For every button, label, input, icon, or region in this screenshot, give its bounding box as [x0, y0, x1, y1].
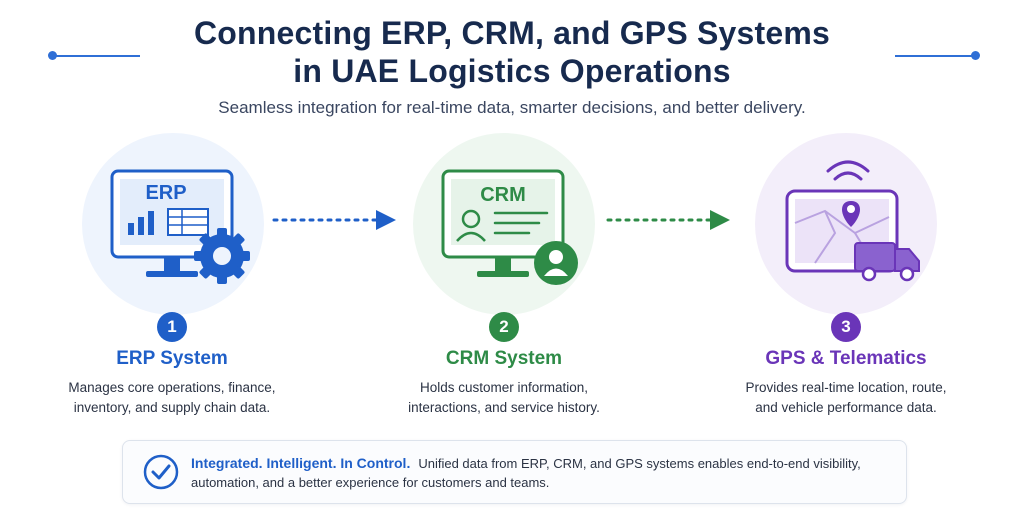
step-title-gps: GPS & Telematics [765, 348, 927, 369]
title-line-2: in UAE Logistics Operations [293, 53, 731, 89]
decorative-line-left [50, 55, 140, 57]
erp-icon-label: ERP [145, 182, 186, 204]
step-number-2: 2 [489, 312, 519, 342]
erp-icon-circle: ERP [82, 133, 264, 315]
flow-arrow-crm-to-gps [606, 210, 730, 230]
footer-description: Unified data from ERP, CRM, and GPS syst… [191, 456, 861, 490]
step-number-3: 3 [831, 312, 861, 342]
step-desc-crm: Holds customer information, interactions… [408, 380, 600, 415]
footer-banner: Integrated. Intelligent. In Control.Unif… [122, 440, 907, 504]
monitor-chart-gear-icon: ERP [110, 169, 250, 284]
gps-icon-circle [755, 133, 937, 315]
page-subtitle: Seamless integration for real-time data,… [218, 98, 806, 117]
step-number-1: 1 [157, 312, 187, 342]
title-line-1: Connecting ERP, CRM, and GPS Systems [193, 15, 831, 51]
decorative-dot-right [971, 51, 980, 60]
check-circle-icon [143, 454, 179, 490]
flow-arrow-erp-to-crm [272, 210, 396, 230]
step-desc-erp: Manages core operations, finance, invent… [68, 380, 276, 415]
step-desc-gps: Provides real-time location, route, and … [745, 380, 947, 415]
footer-tagline: Integrated. Intelligent. In Control. [191, 455, 411, 471]
monitor-contact-card-user-icon: CRM [441, 169, 578, 285]
step-title-crm: CRM System [445, 348, 563, 369]
decorative-dot-left [48, 51, 57, 60]
step-title-erp: ERP System [116, 348, 228, 369]
crm-icon-circle: CRM [413, 133, 595, 315]
page-title: Connecting ERP, CRM, and GPS Systems in … [0, 14, 1024, 90]
crm-icon-label: CRM [480, 184, 526, 206]
footer-text: Integrated. Intelligent. In Control.Unif… [191, 454, 891, 492]
decorative-line-right [895, 55, 975, 57]
tablet-map-pin-truck-icon [785, 160, 920, 282]
